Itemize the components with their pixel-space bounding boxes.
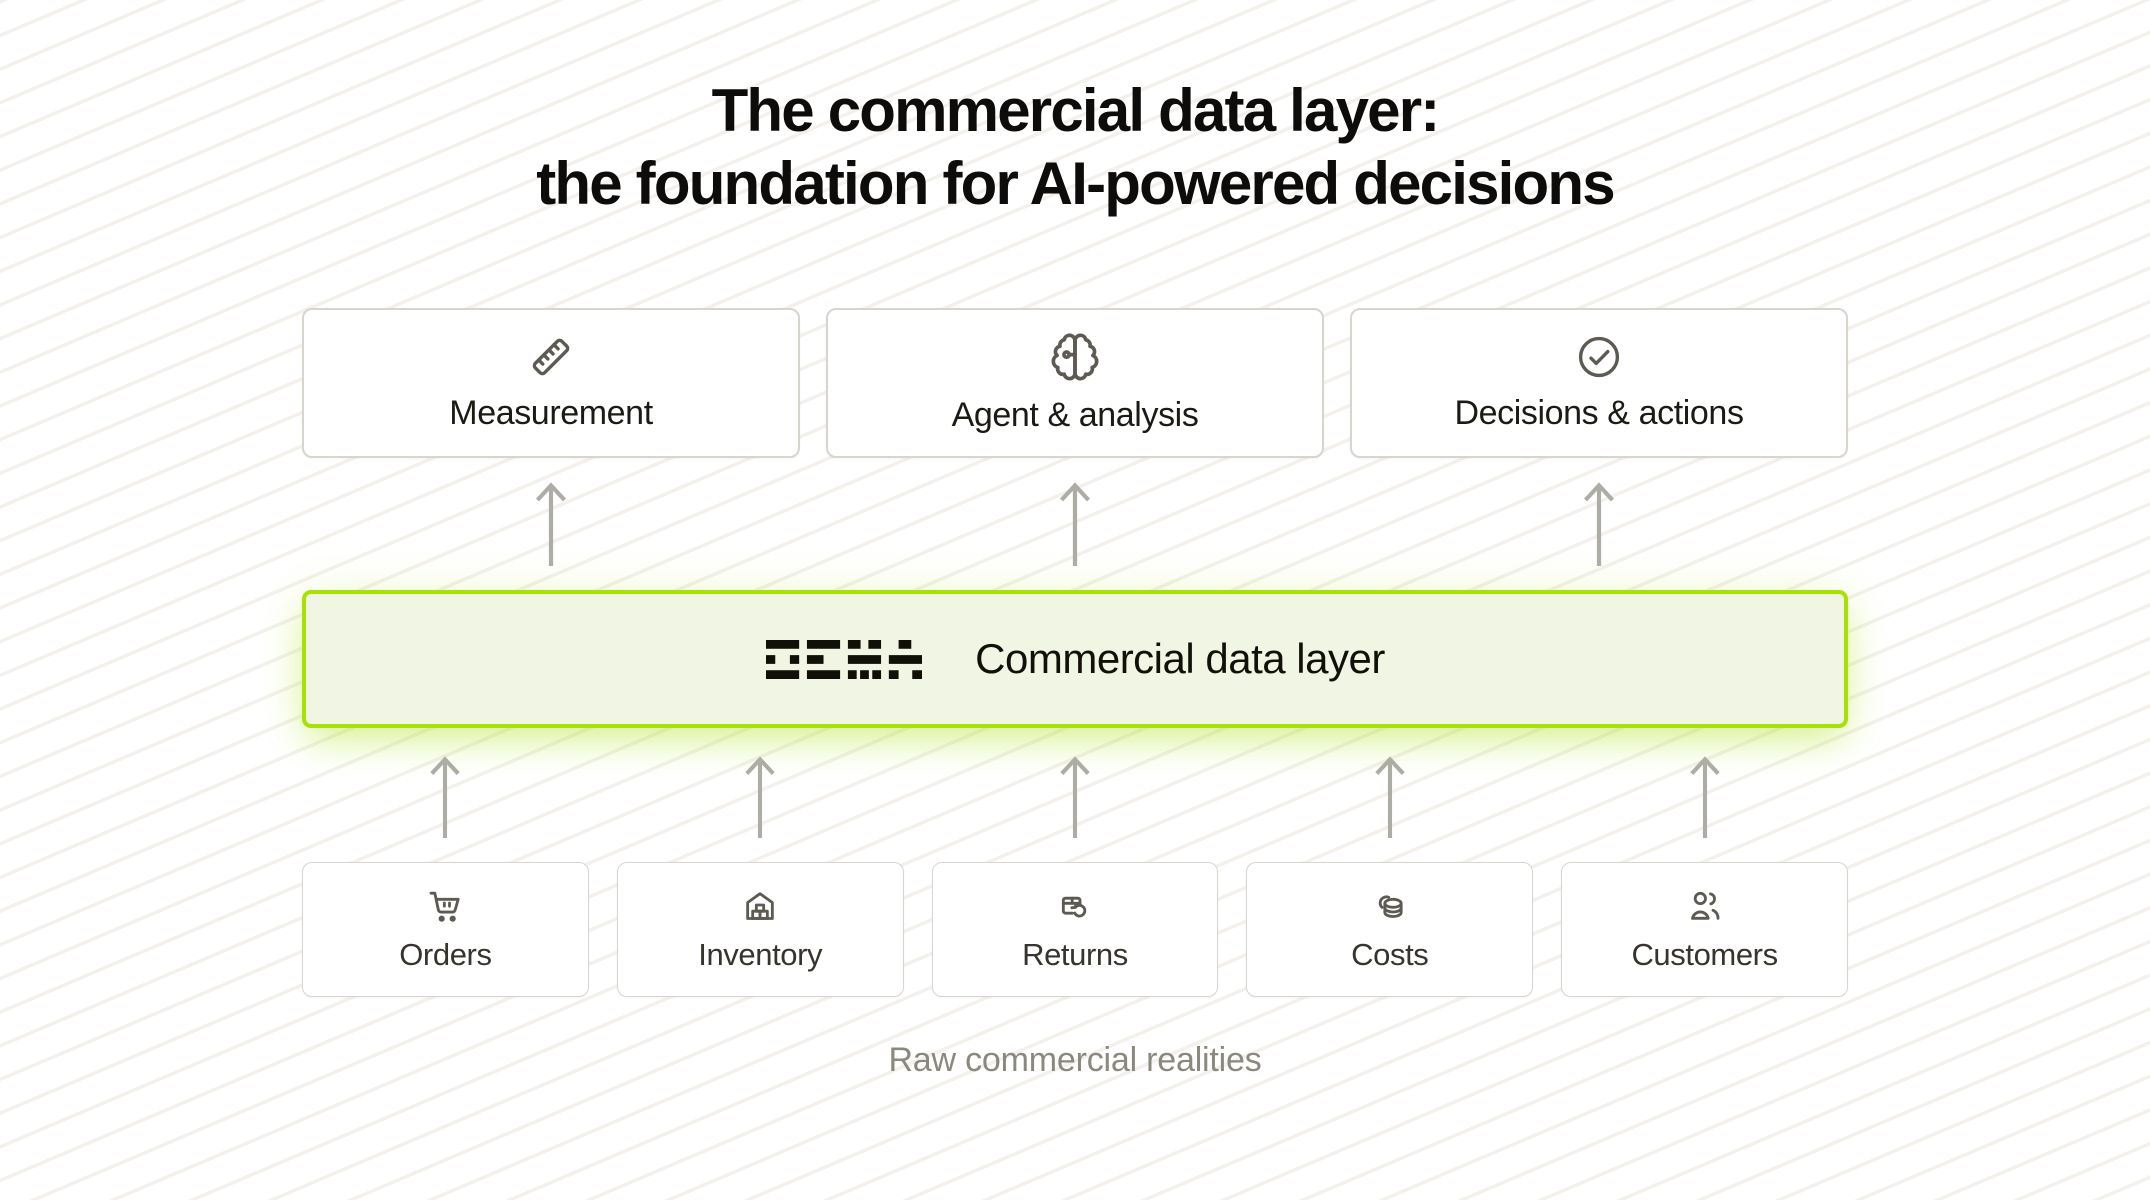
ruler-icon (532, 338, 570, 376)
card-orders: Orders (302, 862, 589, 997)
page-title: The commercial data layer: the foundatio… (0, 74, 2150, 220)
card-costs: Costs (1246, 862, 1534, 997)
up-arrow-icon (1059, 482, 1091, 566)
up-arrow-icon (1375, 756, 1405, 839)
card-label: Orders (399, 937, 492, 972)
sources-caption: Raw commercial realities (888, 1041, 1262, 1079)
dema-logo (766, 639, 923, 679)
coins-icon (1378, 895, 1403, 918)
card-label: Inventory (698, 937, 823, 972)
data-layer-label: Commercial data layer (975, 635, 1385, 682)
outputs-row: Measurement Agent & analysis Decisions &… (302, 308, 1848, 458)
arrows-to-data-layer (302, 754, 1848, 840)
card-label: Agent & analysis (951, 396, 1199, 434)
up-arrow-icon (430, 756, 461, 839)
up-arrow-icon (535, 482, 567, 566)
cart-icon (429, 891, 460, 922)
up-arrow-icon (1060, 756, 1090, 839)
users-icon (1690, 891, 1719, 920)
warehouse-icon (746, 892, 774, 920)
card-measurement: Measurement (302, 308, 800, 458)
commercial-data-layer-bar: Commercial data layer (302, 590, 1848, 728)
card-label: Decisions & actions (1454, 394, 1744, 432)
card-inventory: Inventory (616, 862, 904, 997)
up-arrow-icon (1689, 756, 1720, 839)
card-label: Costs (1351, 937, 1429, 972)
package-return-icon (1061, 896, 1087, 918)
card-label: Returns (1022, 937, 1128, 972)
card-label: Customers (1631, 937, 1778, 972)
card-returns: Returns (931, 862, 1219, 997)
card-decisions-actions: Decisions & actions (1350, 308, 1848, 458)
up-arrow-icon (745, 756, 775, 839)
card-customers: Customers (1561, 862, 1848, 997)
brain-circuit-icon (1051, 333, 1099, 381)
title-line-1: The commercial data layer: (711, 77, 1441, 144)
arrows-to-outputs (302, 480, 1848, 568)
card-label: Measurement (449, 394, 653, 432)
circle-check-icon (1578, 336, 1620, 378)
title-line-2: the foundation for AI-powered decisions (536, 150, 1615, 217)
up-arrow-icon (1583, 482, 1615, 566)
sources-row: Orders Inventory Returns (302, 862, 1848, 997)
card-agent-analysis: Agent & analysis (826, 308, 1324, 458)
